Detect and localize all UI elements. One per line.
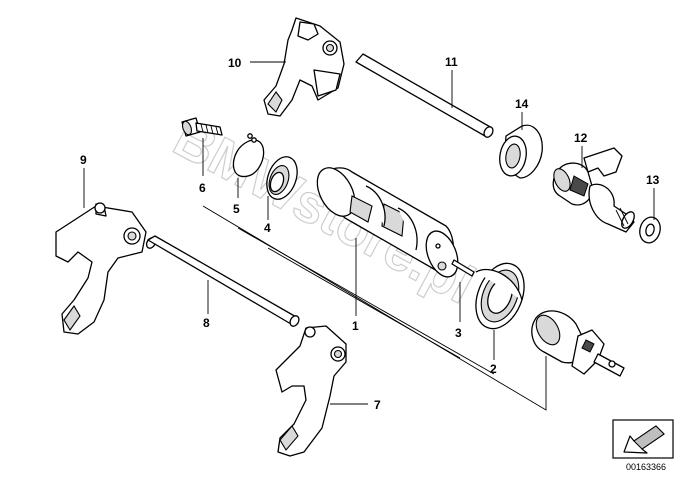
part-12-shift-shaft[interactable] — [551, 147, 637, 233]
callout-9: 9 — [80, 153, 87, 167]
part-11-shaft[interactable] — [355, 53, 495, 139]
part-3-pin[interactable] — [451, 259, 475, 277]
callout-3: 3 — [455, 326, 462, 340]
part-13-washer[interactable] — [637, 215, 663, 245]
part-4-seal[interactable] — [261, 153, 302, 204]
part-1-shift-drum[interactable] — [310, 162, 464, 282]
part-9-shift-fork[interactable] — [55, 202, 147, 335]
part-2-cam-assembly[interactable] — [531, 310, 625, 377]
callout-7: 7 — [374, 398, 381, 412]
callout-8: 8 — [203, 316, 210, 330]
part-8-shaft[interactable] — [145, 235, 301, 328]
part-7-shift-fork[interactable] — [275, 325, 347, 457]
leader-lines — [83, 61, 655, 411]
orientation-arrow-icon — [612, 419, 674, 459]
callout-6: 6 — [199, 181, 206, 195]
part-14-sleeve[interactable] — [497, 124, 543, 179]
part-2-bearing[interactable] — [467, 256, 533, 336]
callout-14: 14 — [515, 97, 529, 111]
diagram-id: 00163366 — [626, 462, 666, 472]
callout-12: 12 — [574, 131, 588, 145]
callout-5: 5 — [233, 202, 240, 216]
callout-10: 10 — [228, 56, 242, 70]
callout-2: 2 — [490, 362, 497, 376]
part-6-bolt[interactable] — [181, 117, 223, 137]
callout-11: 11 — [445, 55, 458, 69]
callout-1: 1 — [352, 319, 359, 333]
part-5-circlip[interactable] — [232, 133, 265, 178]
callout-13: 13 — [646, 173, 660, 187]
part-10-shift-fork[interactable] — [263, 17, 345, 117]
callout-4: 4 — [264, 221, 271, 235]
callout-labels: 10 11 14 12 13 9 6 5 4 1 3 2 8 7 — [80, 55, 660, 412]
